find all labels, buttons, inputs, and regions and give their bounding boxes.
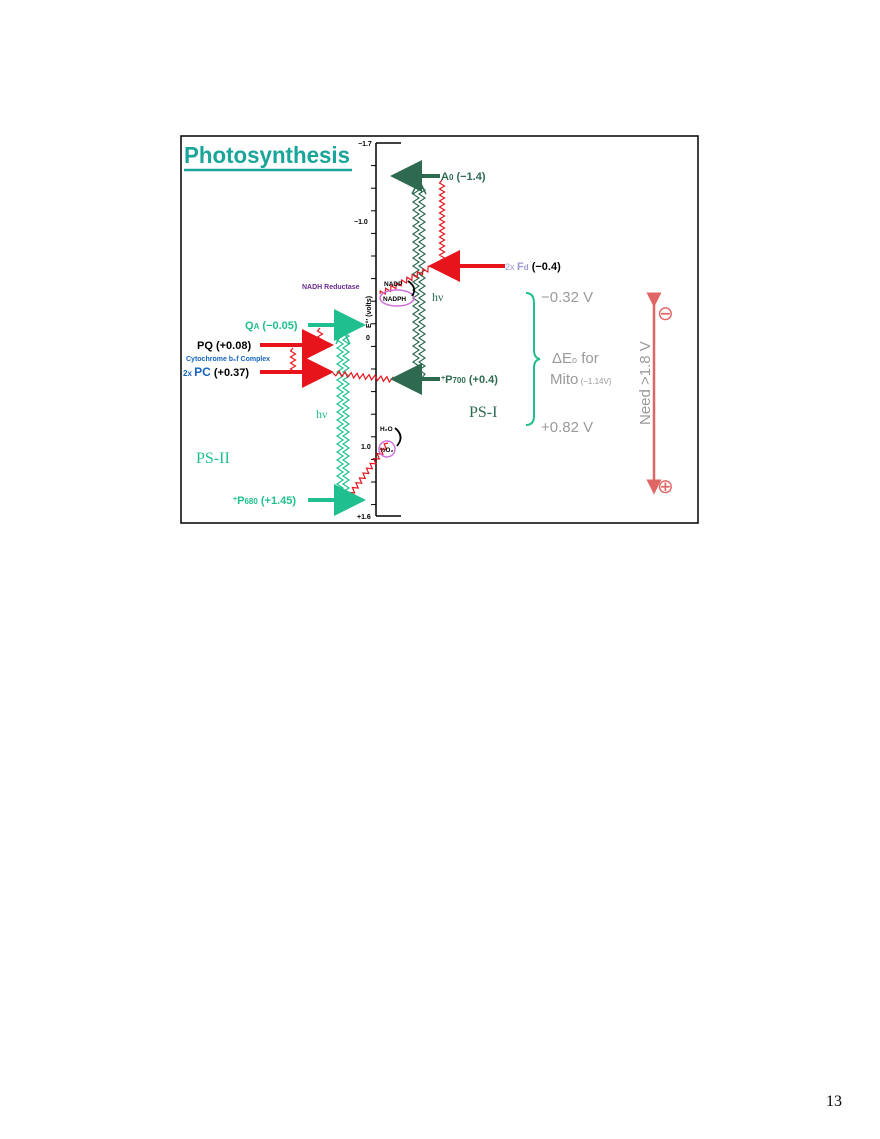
mito-label: Mito (−1.14V)	[550, 371, 612, 388]
slide-title: Photosynthesis	[184, 142, 350, 168]
o2-circle	[378, 440, 396, 458]
hv-ps1-label: hν	[432, 290, 444, 304]
hv-ps2-label: hν	[316, 407, 328, 421]
svg-text:E°′ (volts): E°′ (volts)	[365, 296, 373, 328]
axis-tick-top: −1.7	[358, 141, 372, 148]
delta-e-label: ΔEo for	[552, 350, 599, 367]
ps2-excitation-zigzag	[335, 333, 345, 501]
minus-sign: ⊖	[657, 303, 674, 325]
nadp-reduction-arrow	[407, 280, 416, 297]
axis-tick-p1: 1.0	[361, 444, 371, 451]
axis-tick-bottom: +1.6	[357, 514, 371, 521]
ps1-excitation-zigzag	[411, 183, 421, 379]
qa-label: QA (−0.05)	[245, 320, 298, 332]
nadp-label: NADP	[384, 281, 403, 288]
nadh-reductase-label: NADH Reductase	[302, 284, 360, 291]
pq-label: PQ (+0.08)	[197, 340, 251, 352]
axis-label-volts: (volts)	[366, 296, 373, 317]
o2-label: ½O₂	[380, 446, 393, 454]
p700-label: +P700 (+0.4)	[441, 374, 498, 386]
ps2-label: PS-II	[196, 450, 230, 467]
page-number: 13	[826, 1093, 842, 1110]
mito-brace	[525, 292, 541, 426]
water-oxidation-arrow	[394, 427, 402, 447]
axis-tick-m1: −1.0	[354, 219, 368, 226]
p680-label: +P680 (+1.45)	[233, 495, 296, 507]
a0-label: A0 (−1.4)	[441, 171, 486, 183]
fd-to-nadp-zigzag	[379, 265, 433, 296]
nadph-label: NADPH	[383, 296, 406, 303]
pc-label: 2x PC (+0.37)	[183, 365, 249, 379]
axis-tick-zero: 0	[366, 335, 370, 342]
ps1-excitation-zigzag	[417, 183, 427, 379]
h2o-label: H₂O	[380, 426, 393, 433]
ps2-excitation-zigzag	[341, 333, 351, 501]
need-voltage-label: Need >1.8 V	[637, 341, 654, 425]
fd-label: 2x Fd (−0.4)	[505, 261, 561, 273]
pc-to-p700-zigzag	[332, 370, 395, 384]
potential-axis: −1.7 −1.0 0 1.0 +1.6 E°′ (volts)	[354, 141, 401, 521]
ps1-label: PS-I	[469, 404, 497, 421]
pq-to-pc-zigzag	[289, 347, 297, 372]
axis-label-e: E°′	[365, 319, 373, 328]
nadph-circle	[379, 289, 415, 307]
cytochrome-label: Cytochrome b₆f Complex	[186, 356, 270, 363]
plus-sign: ⊕	[657, 476, 674, 498]
mito-bottom-voltage: +0.82 V	[541, 419, 593, 436]
mito-top-voltage: −0.32 V	[541, 289, 593, 306]
